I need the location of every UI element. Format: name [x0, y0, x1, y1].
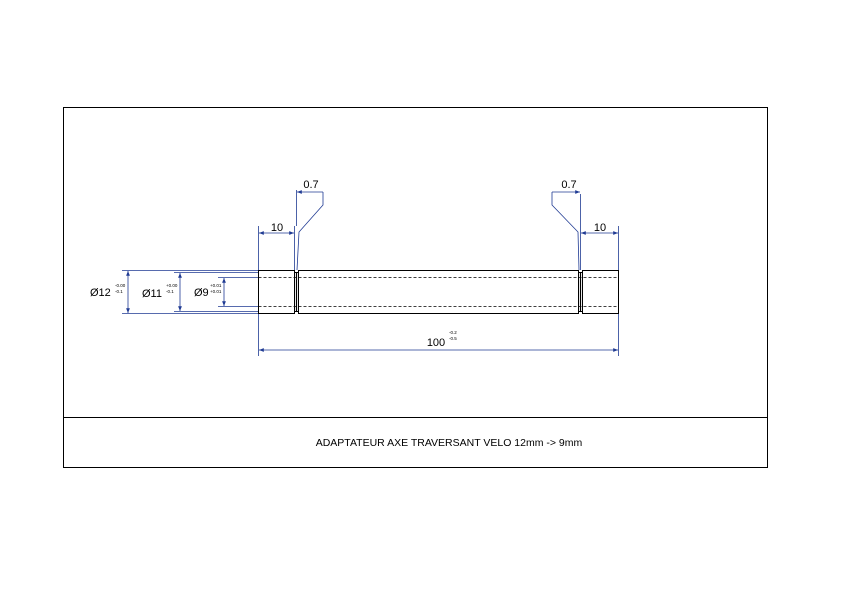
dim-label-d12: Ø12 — [90, 287, 111, 299]
dim-tol-d9-upper: +0.01 — [210, 283, 222, 288]
leader-left-07 — [296, 192, 324, 271]
bore-hidden-lines — [258, 277, 619, 307]
dim-label-total-length: 100 — [427, 337, 445, 349]
dim-tol-d11-lower: -0.1 — [166, 289, 174, 294]
dim-tol-total-lower: -0.5 — [449, 336, 457, 341]
dim-tol-d9-lower: +0.01 — [210, 289, 222, 294]
dim-tol-d12-upper: -0.00 — [115, 283, 126, 288]
dim-label-d11: Ø11 — [142, 288, 162, 300]
dim-label-left-07: 0.7 — [303, 179, 318, 191]
dim-label-left-10: 10 — [271, 222, 283, 234]
part-outline — [258, 270, 619, 314]
drawing-frame — [63, 107, 768, 468]
dim-label-right-07: 0.7 — [561, 179, 576, 191]
dim-tol-d11-upper: +0.00 — [166, 283, 178, 288]
dim-tol-total-upper: -0.2 — [449, 330, 457, 335]
dim-tol-d12-lower: -0.1 — [115, 289, 123, 294]
dim-label-d9: Ø9 — [194, 287, 209, 299]
leader-right-07 — [551, 192, 580, 271]
dim-label-right-10: 10 — [594, 222, 606, 234]
title-text: ADAPTATEUR AXE TRAVERSANT VELO 12mm -> 9… — [316, 437, 583, 449]
